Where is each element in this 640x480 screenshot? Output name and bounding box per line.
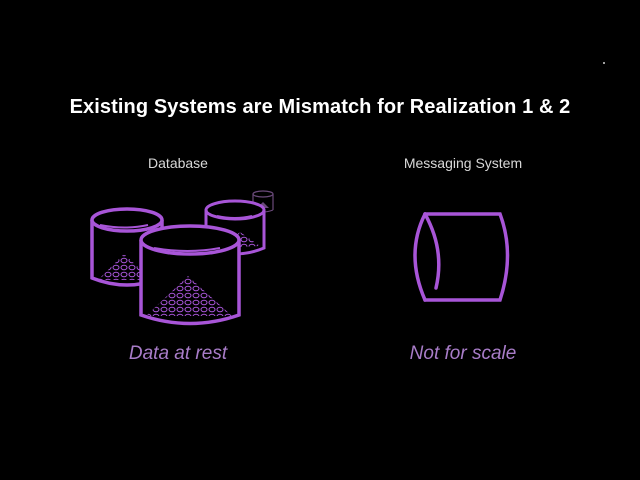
pipe-cylinder-icon (413, 212, 510, 302)
database-cylinders-icon (90, 190, 274, 326)
database-caption: Data at rest (128, 343, 228, 364)
database-label: Database (148, 155, 208, 171)
pointer-dot (603, 62, 605, 64)
messaging-system-label: Messaging System (403, 155, 523, 171)
messaging-caption: Not for scale (409, 343, 517, 364)
slide-title: Existing Systems are Mismatch for Realiz… (69, 96, 571, 118)
